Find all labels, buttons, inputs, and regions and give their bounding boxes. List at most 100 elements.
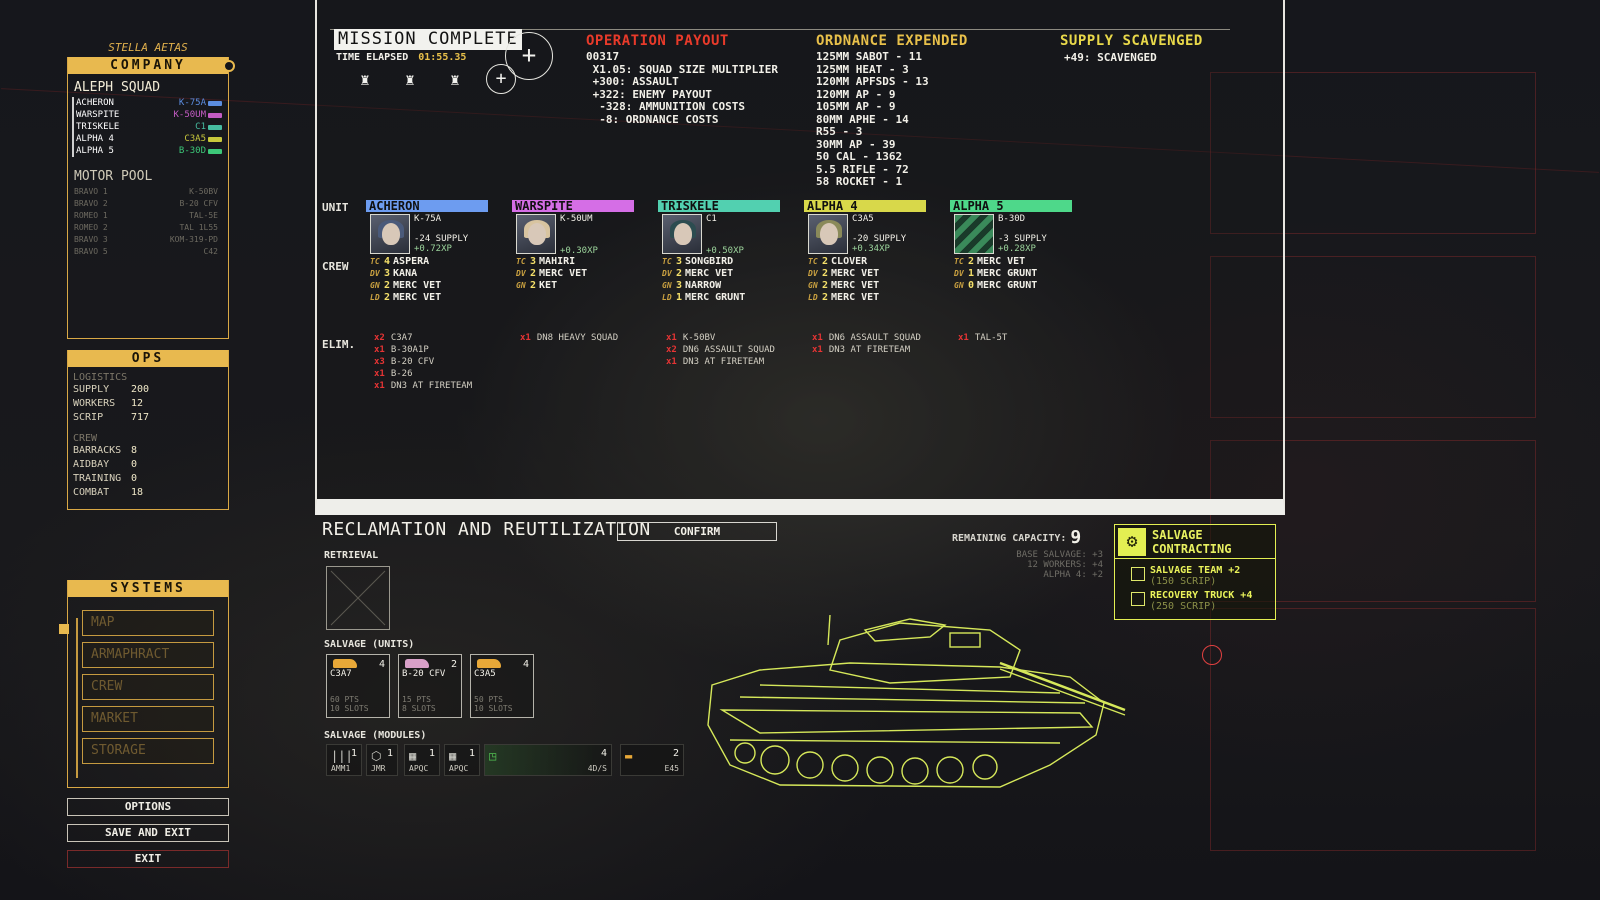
remaining-capacity: REMAINING CAPACITY:9 <box>952 527 1082 548</box>
elimination-count: x1 <box>520 333 531 343</box>
system-button-storage[interactable]: STORAGE <box>82 738 214 764</box>
module-count: 1 <box>428 748 435 759</box>
retrieval-slot[interactable] <box>326 566 390 630</box>
ordnance-line: 105MM AP - 9 <box>816 100 896 113</box>
motor-pool-name: ROMEO 1 <box>74 211 108 220</box>
crew-role: LD <box>808 293 818 302</box>
elimination-target: DN3 AT FIRETEAM <box>390 381 473 391</box>
ordnance-line: 58 ROCKET - 1 <box>816 175 903 188</box>
system-button-map[interactable]: MAP <box>82 610 214 636</box>
unit-name-header[interactable]: ALPHA 4 <box>804 200 926 212</box>
recovery-truck-label: RECOVERY TRUCK +4 <box>1150 590 1253 601</box>
unit-name-header[interactable]: TRISKELE <box>658 200 780 212</box>
module-count: 1 <box>468 748 475 759</box>
system-button-armaphract[interactable]: ARMAPHRACT <box>82 642 214 668</box>
xp-gain: +0.50XP <box>706 246 744 256</box>
elimination-target: B-30A1P <box>390 345 429 355</box>
recovery-truck-option[interactable]: RECOVERY TRUCK +4 (250 SCRIP) <box>1131 590 1252 612</box>
crew-role: LD <box>662 293 672 302</box>
ops-stat-label: SCRIP <box>73 412 104 423</box>
ghost-frame <box>1210 256 1536 418</box>
squad-unit-vehicle: K-50UM <box>173 109 222 121</box>
portrait-face <box>820 223 838 245</box>
elimination-count: x1 <box>812 333 823 343</box>
squad-unit-name: ALPHA 4 <box>72 133 114 145</box>
confirm-button[interactable]: CONFIRM <box>617 522 777 541</box>
motor-pool-vehicle: C42 <box>203 247 218 256</box>
company-ring-icon[interactable] <box>223 60 235 72</box>
ops-stat-label: WORKERS <box>73 398 116 409</box>
salvage-team-checkbox[interactable] <box>1131 567 1145 581</box>
commander-portrait[interactable] <box>808 214 848 254</box>
ordnance-line: 120MM APFSDS - 13 <box>816 75 929 88</box>
unit-name-header[interactable]: WARSPITE <box>512 200 634 212</box>
unit-name-header[interactable]: ALPHA 5 <box>950 200 1072 212</box>
systems-selector-icon <box>59 624 69 634</box>
unit-name-header[interactable]: ACHERON <box>366 200 488 212</box>
commander-portrait[interactable] <box>516 214 556 254</box>
commander-portrait[interactable] <box>954 214 994 254</box>
salvage-team-option[interactable]: SALVAGE TEAM +2 (150 SCRIP) <box>1131 565 1240 587</box>
options-button[interactable]: OPTIONS <box>67 798 229 816</box>
recovery-truck-checkbox[interactable] <box>1131 592 1145 606</box>
save-and-exit-button[interactable]: SAVE AND EXIT <box>67 824 229 842</box>
module-icon: ▦ <box>449 749 457 763</box>
commander-portrait[interactable] <box>370 214 410 254</box>
crew-name: MERC VET <box>393 292 442 303</box>
module-icon: ||| <box>331 749 353 763</box>
exit-button[interactable]: EXIT <box>67 850 229 868</box>
crew-level: 3 <box>530 256 537 267</box>
crew-role: GN <box>662 281 672 290</box>
system-button-market[interactable]: MARKET <box>82 706 214 732</box>
crew-level: 2 <box>384 280 391 291</box>
commander-portrait[interactable] <box>662 214 702 254</box>
motor-pool-name: ROMEO 2 <box>74 223 108 232</box>
system-button-crew[interactable]: CREW <box>82 674 214 700</box>
tank-icon <box>208 124 222 130</box>
salvage-team-label: SALVAGE TEAM +2 <box>1150 565 1241 576</box>
